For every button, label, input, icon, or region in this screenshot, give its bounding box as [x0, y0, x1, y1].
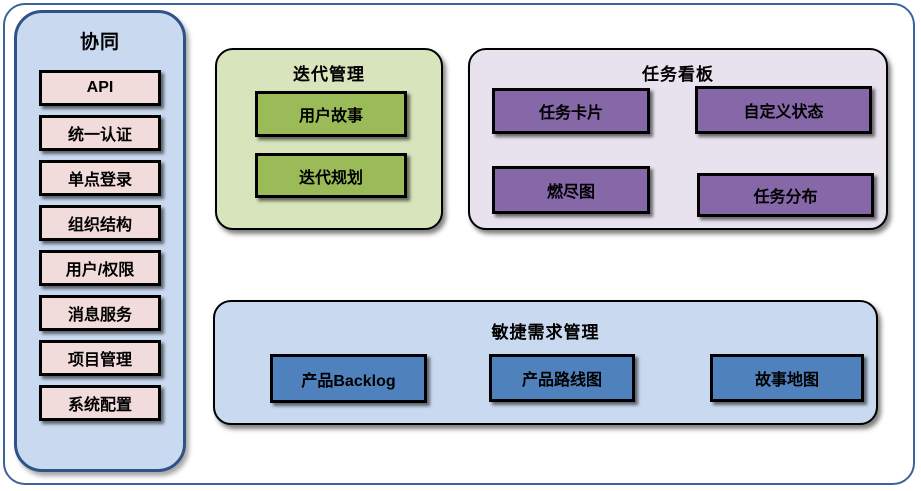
sidebar-item-unified-auth: 统一认证 [39, 115, 161, 151]
sidebar-item-message-service: 消息服务 [39, 295, 161, 331]
box-story-map: 故事地图 [710, 354, 864, 402]
box-task-distribution: 任务分布 [697, 173, 874, 217]
box-product-roadmap: 产品路线图 [489, 354, 635, 402]
iteration-management-group: 迭代管理 用户故事 迭代规划 [215, 48, 443, 230]
sidebar-item-user-permissions: 用户/权限 [39, 250, 161, 286]
box-product-backlog: 产品Backlog [270, 354, 427, 403]
iteration-management-title: 迭代管理 [293, 65, 365, 84]
sidebar-item-project-management: 项目管理 [39, 340, 161, 376]
task-kanban-title: 任务看板 [642, 65, 714, 84]
box-burndown-chart: 燃尽图 [492, 166, 650, 214]
sidebar-item-single-sign-on: 单点登录 [39, 160, 161, 196]
collaboration-group: 协同 API 统一认证 单点登录 组织结构 用户/权限 消息服务 项目管理 系统… [14, 10, 186, 472]
collaboration-group-title: 协同 [79, 32, 120, 53]
agile-requirement-group: 敏捷需求管理 产品Backlog 产品路线图 故事地图 [213, 300, 878, 425]
box-task-card: 任务卡片 [492, 88, 650, 134]
sidebar-item-system-config: 系统配置 [39, 385, 161, 421]
box-user-story: 用户故事 [255, 91, 407, 137]
agile-requirement-title: 敏捷需求管理 [491, 323, 600, 342]
box-custom-status: 自定义状态 [695, 86, 872, 134]
sidebar-item-api: API [39, 70, 161, 106]
box-iteration-planning: 迭代规划 [255, 153, 407, 198]
sidebar-item-org-structure: 组织结构 [39, 205, 161, 241]
task-kanban-group: 任务看板 任务卡片 自定义状态 燃尽图 任务分布 [468, 48, 888, 230]
collaboration-item-list: API 统一认证 单点登录 组织结构 用户/权限 消息服务 项目管理 系统配置 [17, 70, 183, 421]
